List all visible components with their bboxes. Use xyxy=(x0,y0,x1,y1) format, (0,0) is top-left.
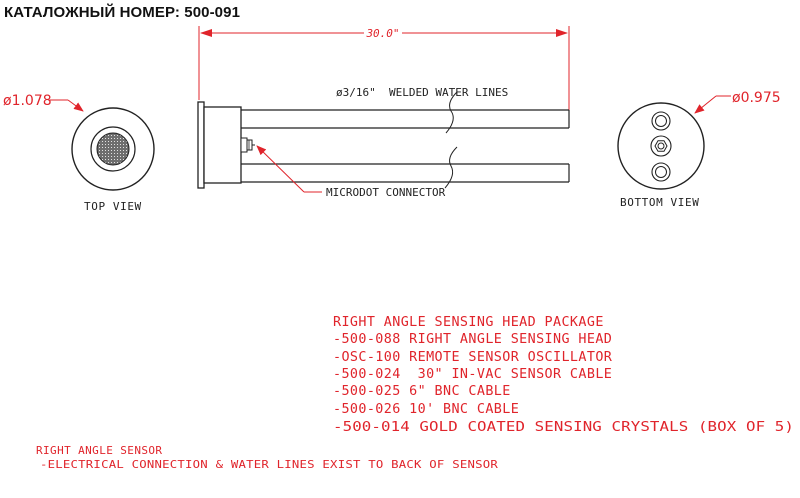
package-item: -OSC-100 REMOTE SENSOR OSCILLATOR xyxy=(333,350,613,365)
microdot-port xyxy=(650,135,672,157)
catalog-number-heading: КАТАЛОЖНЫЙ НОМЕР: 500-091 xyxy=(4,4,241,21)
package-item: -500-014 GOLD COATED SENSING CRYSTALS (B… xyxy=(333,420,794,435)
top-view-label: TOP VIEW xyxy=(84,200,142,213)
top-view-outer-ring xyxy=(71,107,155,191)
water-lines-label: ø3/16" WELDED WATER LINES xyxy=(336,86,508,99)
break-symbol-upper xyxy=(445,91,458,134)
note-title: RIGHT ANGLE SENSOR xyxy=(36,444,162,457)
package-list: RIGHT ANGLE SENSING HEAD PACKAGE -500-08… xyxy=(333,315,794,435)
package-item: -500-026 10' BNC CABLE xyxy=(333,402,519,417)
water-line-upper xyxy=(241,109,570,129)
sensor-head-flange xyxy=(197,101,205,189)
bottom-view-label: BOTTOM VIEW xyxy=(620,196,699,209)
note-detail: -ELECTRICAL CONNECTION & WATER LINES EXI… xyxy=(40,458,498,471)
package-item: -500-024 30" IN-VAC SENSOR CABLE xyxy=(333,367,612,382)
top-view-sensor-crystal xyxy=(96,132,130,166)
side-view: 30.0" ø3/16" WELDED WATER LINES xyxy=(197,26,570,199)
top-view-middle-ring xyxy=(90,126,136,172)
package-item: -500-088 RIGHT ANGLE SENSING HEAD xyxy=(333,332,612,347)
bottom-view: ø0.975 BOTTOM VIEW xyxy=(617,90,781,209)
length-label: 30.0" xyxy=(365,27,399,40)
connector-label: MICRODOT CONNECTOR xyxy=(326,186,446,199)
water-port-top xyxy=(651,111,671,131)
top-diameter-leader-arrow xyxy=(67,99,84,112)
sensor-head-body xyxy=(203,106,242,184)
sensor-note: RIGHT ANGLE SENSOR -ELECTRICAL CONNECTIO… xyxy=(36,444,498,471)
microdot-connector xyxy=(240,137,255,153)
top-diameter-label: ø1.078 xyxy=(3,93,52,109)
connector-leader-arrow xyxy=(256,145,305,193)
top-view: ø1.078 TOP VIEW xyxy=(3,93,155,213)
bottom-diameter-label: ø0.975 xyxy=(732,90,781,106)
package-list-title: RIGHT ANGLE SENSING HEAD PACKAGE xyxy=(333,315,604,330)
water-line-lower xyxy=(241,163,570,183)
water-port-bottom xyxy=(651,162,671,182)
bottom-view-outer-ring xyxy=(617,102,705,190)
bottom-diameter-leader-arrow xyxy=(694,95,717,114)
length-label-gap xyxy=(364,26,402,40)
package-item: -500-025 6" BNC CABLE xyxy=(333,384,511,399)
break-symbol-lower xyxy=(444,146,458,189)
